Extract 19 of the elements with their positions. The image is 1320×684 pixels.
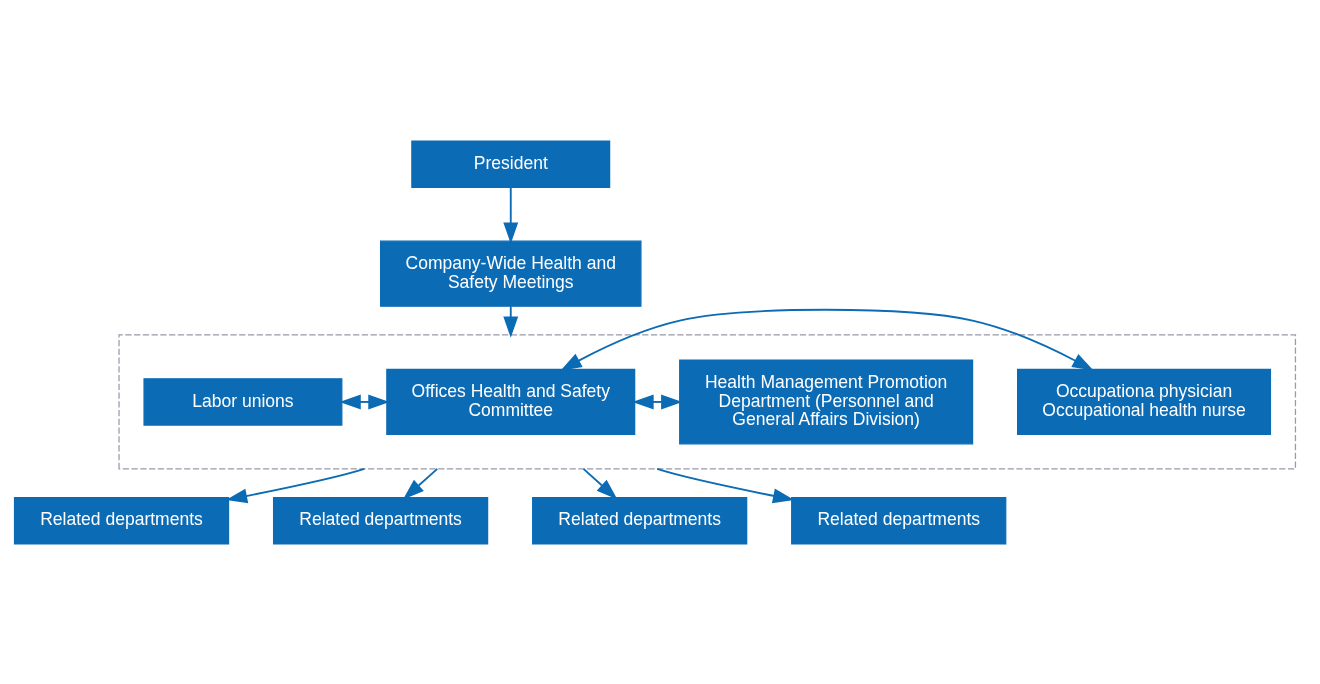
node-box: Company-Wide Health and Safety Meetings <box>379 240 642 307</box>
cluster <box>118 333 1297 470</box>
node-box: Labor unions <box>143 377 343 426</box>
node-box: Related departments <box>272 496 489 545</box>
node-box: Offices Health and Safety Committee <box>386 368 636 435</box>
arrow <box>560 308 1094 371</box>
arrow <box>632 394 683 409</box>
arrow <box>503 304 519 338</box>
arrow <box>339 394 390 409</box>
node-box: Health Management Promotion Department (Personnel and General Affairs Division) <box>679 358 974 444</box>
node-box: Related departments <box>13 496 230 545</box>
arrow <box>582 467 618 500</box>
node-box: Related departments <box>532 496 748 545</box>
node-box: Occupationa physician Occupational health nurse <box>1017 368 1272 435</box>
arrow <box>656 467 795 503</box>
arrow <box>403 467 439 500</box>
node-box: Related departments <box>791 496 1007 545</box>
arrow <box>503 186 519 244</box>
node-box: President <box>411 139 611 188</box>
